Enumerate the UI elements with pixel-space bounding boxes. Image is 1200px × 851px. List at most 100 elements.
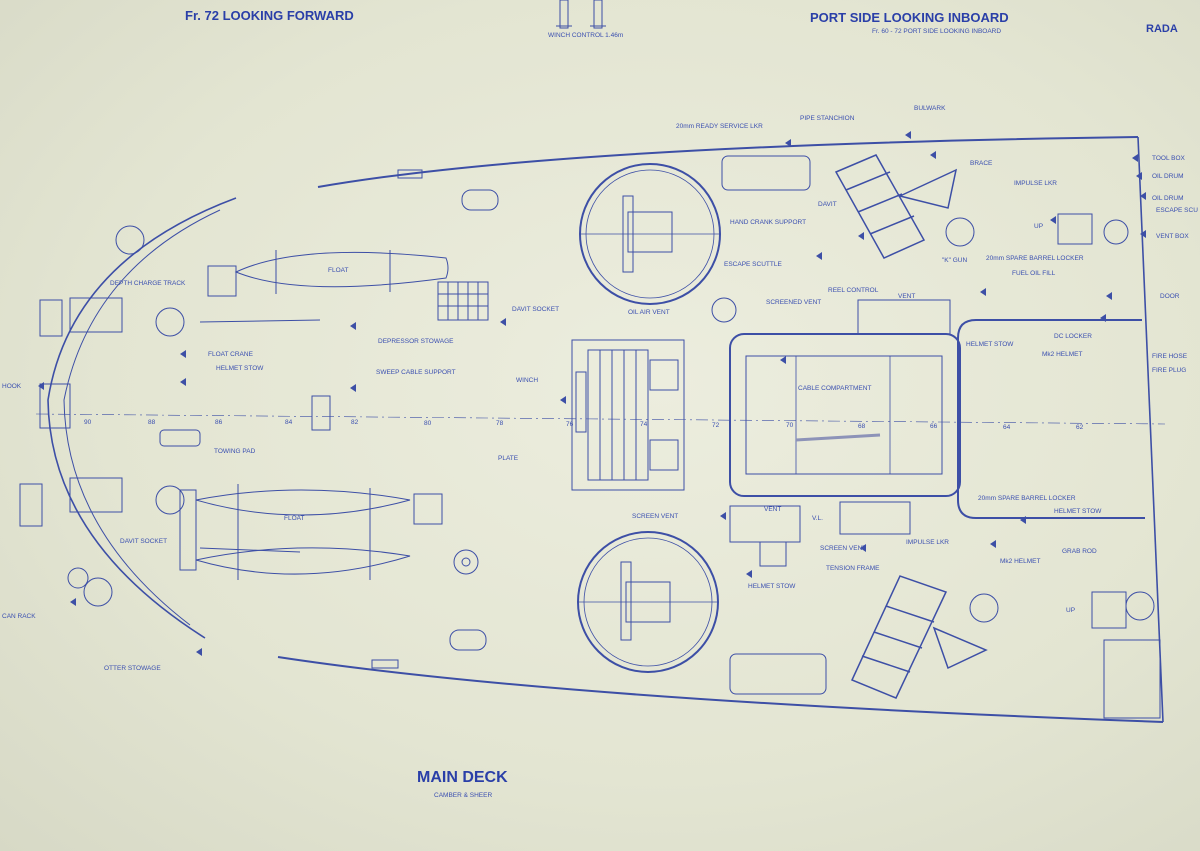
label-k-gun: "K" GUN — [942, 257, 968, 264]
frame-number: 66 — [930, 423, 938, 430]
winch-control-sketch — [556, 0, 606, 29]
frame-number: 76 — [566, 421, 574, 428]
frame-number: 86 — [215, 419, 223, 426]
label-fire-hose: FIRE HOSE — [1152, 353, 1188, 360]
label-vent-top: VENT — [898, 293, 915, 300]
gun-tub-port — [579, 163, 721, 305]
label-hook: HOOK — [2, 383, 22, 390]
label-fuel-oil-fill: FUEL OIL FILL — [1012, 270, 1056, 277]
label-up-top: UP — [1034, 223, 1043, 230]
cable-compartment — [729, 333, 961, 497]
frame-number: 82 — [351, 419, 359, 426]
label-mk2-helmet-bot: Mk2 HELMET — [1000, 558, 1040, 565]
frame-number: 64 — [1003, 424, 1011, 431]
frame-number: 80 — [424, 420, 432, 427]
label-tool-box: TOOL BOX — [1152, 155, 1186, 162]
label-up-bot: UP — [1066, 607, 1075, 614]
label-spare-barrel-top: 20mm SPARE BARREL LOCKER — [986, 255, 1084, 262]
label-hand-crank: HAND CRANK SUPPORT — [730, 219, 806, 226]
centerline — [35, 413, 1166, 425]
label-plate: PLATE — [498, 455, 519, 462]
winch-assembly — [571, 339, 685, 491]
float-starboard — [179, 484, 443, 580]
frame-number: 90 — [84, 419, 92, 426]
label-depressor-stowage: DEPRESSOR STOWAGE — [378, 338, 454, 345]
label-vent-bot: VENT — [764, 506, 781, 513]
ready-service-locker-starboard — [729, 653, 827, 695]
davit-port — [834, 154, 958, 259]
label-otter-stowage: OTTER STOWAGE — [104, 665, 161, 672]
label-depth-charge-track: DEPTH CHARGE TRACK — [110, 280, 186, 287]
label-davit-socket-bot: DAVIT SOCKET — [120, 538, 167, 545]
label-float-crane: FLOAT CRANE — [208, 351, 254, 358]
ready-service-locker-port — [721, 155, 811, 191]
label-float-bot: FLOAT — [284, 515, 304, 522]
label-impulse-lkr-top: IMPULSE LKR — [1014, 180, 1057, 187]
label-oil-drum-2: OIL DRUM — [1152, 195, 1184, 202]
label-pipe-stanchion: PIPE STANCHION — [800, 115, 855, 122]
frame-number: 62 — [1076, 424, 1084, 431]
label-helmet-stow-l: HELMET STOW — [216, 365, 264, 372]
heading-camber: CAMBER & SHEER — [434, 792, 492, 799]
deck-labels: 20mm READY SERVICE LKR PIPE STANCHION BU… — [2, 105, 1198, 672]
hull-outline — [47, 136, 1164, 723]
label-sweep-cable: SWEEP CABLE SUPPORT — [376, 369, 456, 376]
heading-port-side-sub: Fr. 60 - 72 PORT SIDE LOOKING INBOARD — [872, 28, 1001, 35]
label-grab-rod: GRAB ROD — [1062, 548, 1097, 555]
label-bulwark: BULWARK — [914, 105, 946, 112]
frame-number: 70 — [786, 422, 794, 429]
deckhouse — [957, 319, 1145, 519]
label-float-top: FLOAT — [328, 267, 348, 274]
heading-port-side: PORT SIDE LOOKING INBOARD — [810, 10, 1009, 25]
heading-fr72: Fr. 72 LOOKING FORWARD — [185, 8, 354, 23]
label-door: DOOR — [1160, 293, 1180, 300]
label-screen-vent-a: SCREEN VENT — [632, 513, 678, 520]
k-gun-starboard — [969, 591, 1161, 719]
label-oil-air-vent: OIL AIR VENT — [628, 309, 670, 316]
label-ready-service: 20mm READY SERVICE LKR — [676, 123, 763, 130]
label-escape-scuttle-r: ESCAPE SCU — [1156, 207, 1198, 214]
label-spare-barrel-bot: 20mm SPARE BARREL LOCKER — [978, 495, 1076, 502]
frame-numbers: 90 88 86 84 82 80 78 76 74 72 70 68 66 6… — [84, 419, 1084, 431]
label-screened-vent: SCREENED VENT — [766, 299, 821, 306]
frame-number: 74 — [640, 421, 648, 428]
winch-control-label: WINCH CONTROL 1.46m — [548, 32, 623, 39]
label-brace: BRACE — [970, 160, 993, 167]
label-escape-scuttle: ESCAPE SCUTTLE — [724, 261, 782, 268]
label-oil-drum: OIL DRUM — [1152, 173, 1184, 180]
frame-number: 68 — [858, 423, 866, 430]
label-helmet-stow-c: HELMET STOW — [748, 583, 796, 590]
frame-number: 72 — [712, 422, 720, 429]
k-gun-port — [945, 213, 1129, 247]
label-helmet-stow-r: HELMET STOW — [966, 341, 1014, 348]
annotation-pointers — [38, 131, 1146, 656]
depressor-stowage-grid — [437, 281, 489, 321]
label-helmet-stow-bot: HELMET STOW — [1054, 508, 1102, 515]
label-tension-frame: TENSION FRAME — [826, 565, 880, 572]
label-reel-control: REEL CONTROL — [828, 287, 879, 294]
label-fire-plug: FIRE PLUG — [1152, 367, 1186, 374]
label-cable-compartment: CABLE COMPARTMENT — [798, 385, 871, 392]
davit-starboard — [850, 575, 988, 699]
label-winch: WINCH — [516, 377, 538, 384]
label-vent-box: VENT BOX — [1156, 233, 1189, 240]
label-can-rack: CAN RACK — [2, 613, 36, 620]
frame-number: 88 — [148, 419, 156, 426]
label-vl: V.L. — [812, 515, 823, 522]
gun-tub-starboard — [577, 531, 719, 673]
label-towing-pad: TOWING PAD — [214, 448, 256, 455]
label-mk2-helmet-top: Mk2 HELMET — [1042, 351, 1082, 358]
label-davit: DAVIT — [818, 201, 837, 208]
heading-main-deck: MAIN DECK — [417, 769, 508, 786]
frame-number: 84 — [285, 419, 293, 426]
label-screen-vent-b: SCREEN VENT — [820, 545, 866, 552]
frame-number: 78 — [496, 420, 504, 427]
label-dc-locker: DC LOCKER — [1054, 333, 1092, 340]
deck-fittings — [19, 169, 951, 669]
label-davit-socket-top: DAVIT SOCKET — [512, 306, 559, 313]
label-impulse-lkr-bot: IMPULSE LKR — [906, 539, 949, 546]
float-port — [207, 250, 449, 297]
heading-corner: RADA — [1146, 23, 1178, 35]
